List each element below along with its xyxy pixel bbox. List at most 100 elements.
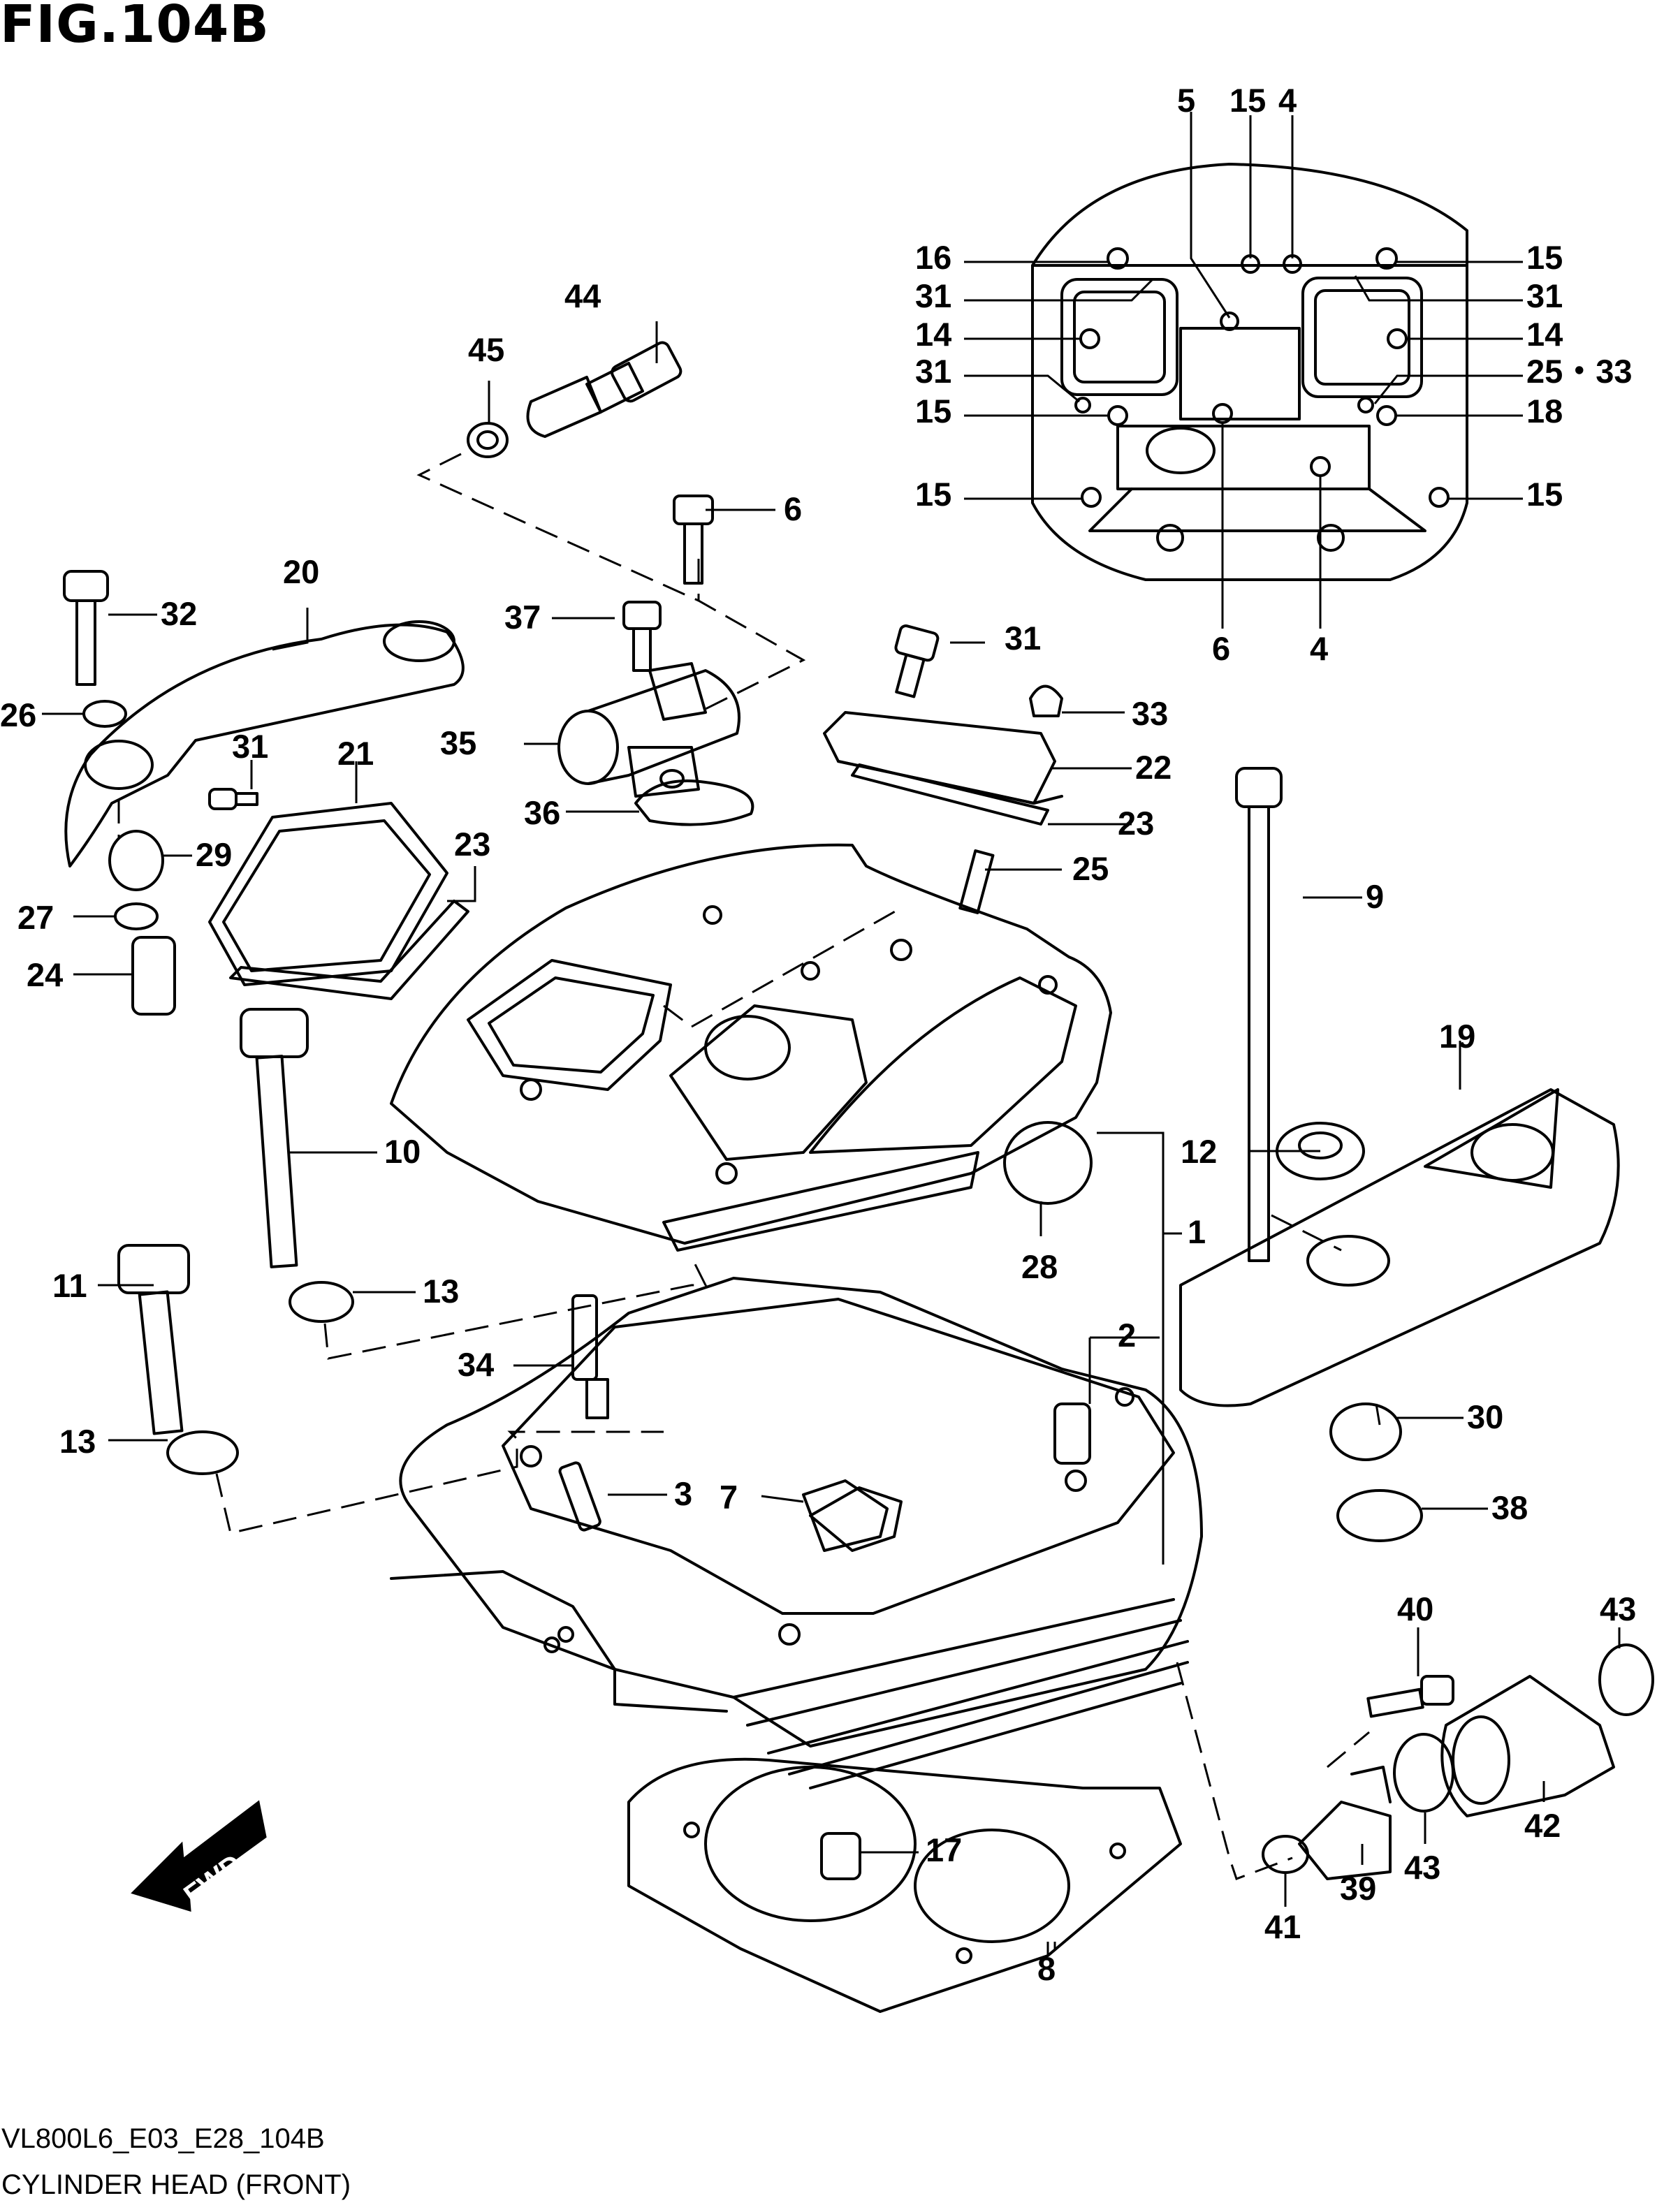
callout-28: 28: [1021, 1248, 1058, 1285]
callout-14-right: 14: [1526, 316, 1563, 353]
callout-35: 35: [440, 724, 476, 761]
cylinder-head: [390, 1277, 1203, 1789]
cylinder-head-cover: [390, 843, 1112, 1252]
callout-43-b: 43: [1404, 1849, 1440, 1886]
collar-38: [1336, 1489, 1423, 1542]
head-cover-21: [208, 802, 448, 986]
callout-6-inset: 6: [1212, 630, 1230, 667]
gasket-7: [802, 1479, 889, 1552]
callout-21: 21: [337, 735, 374, 772]
bolt-11: [117, 1244, 190, 1435]
grommet-30: [1329, 1402, 1402, 1461]
callout-29: 29: [196, 836, 232, 873]
head-gasket-8: [627, 1757, 1182, 2013]
callout-11: 11: [52, 1267, 87, 1304]
callout-13-b: 13: [59, 1423, 96, 1460]
callout-23-left: 23: [454, 826, 490, 863]
callout-8: 8: [1037, 1950, 1056, 1987]
fwd-arrow-icon: FWD: [131, 1800, 267, 1912]
callout-31-b: 31: [915, 353, 951, 390]
callout-36: 36: [524, 794, 560, 831]
washer-13-a: [289, 1281, 354, 1323]
plug-28: [1003, 1121, 1093, 1205]
right-side-cover-19: [1179, 1088, 1620, 1407]
callout-15-right-2: 15: [1526, 476, 1563, 513]
clamp-43-a: [1598, 1643, 1654, 1716]
gasket-36: [634, 779, 754, 826]
callout-24: 24: [27, 956, 63, 993]
bolt-37: [622, 601, 662, 672]
callout-31-mid: 31: [1005, 620, 1041, 657]
callout-20: 20: [283, 553, 319, 590]
washer-13-b: [166, 1430, 239, 1475]
callout-7: 7: [720, 1479, 738, 1516]
water-fitting: [1262, 1643, 1654, 1880]
temp-sensor-44: [526, 341, 683, 438]
bolt-9: [1235, 767, 1283, 1262]
callout-45: 45: [468, 331, 504, 368]
callout-25-33: 25・33: [1526, 353, 1633, 390]
callout-31-right: 31: [1526, 277, 1563, 314]
callout-4-top: 4: [1278, 82, 1297, 119]
callout-10: 10: [384, 1133, 421, 1170]
collar-24: [131, 936, 176, 1016]
dowel-17: [820, 1832, 861, 1880]
bolt-10: [240, 1008, 309, 1268]
left-side-cover-20: [64, 620, 465, 867]
union-39: [1298, 1801, 1392, 1880]
callout-4-inset: 4: [1310, 630, 1328, 667]
callout-19: 19: [1439, 1018, 1475, 1055]
callout-15-a: 15: [915, 393, 951, 430]
spark-plug-34: [571, 1294, 609, 1419]
callout-13-a: 13: [423, 1273, 459, 1310]
callout-32: 32: [161, 595, 197, 632]
callout-5: 5: [1177, 82, 1195, 119]
callout-37: 37: [504, 599, 541, 636]
hose-42: [1440, 1675, 1615, 1817]
callout-12: 12: [1181, 1133, 1217, 1170]
callout-44: 44: [564, 277, 601, 314]
inset-cover-underside: [964, 112, 1523, 629]
callout-14-left: 14: [915, 316, 951, 353]
callout-17: 17: [926, 1831, 962, 1868]
screw-31-left: [208, 788, 258, 810]
callout-25: 25: [1072, 850, 1109, 887]
callout-38: 38: [1491, 1489, 1528, 1526]
plug-3: [558, 1461, 601, 1532]
dowel-2: [1053, 1402, 1091, 1465]
washer-26: [82, 700, 127, 728]
callout-15-b: 15: [915, 476, 951, 513]
callout-6: 6: [784, 490, 802, 527]
callout-33: 33: [1132, 695, 1168, 732]
grommet-29: [108, 830, 164, 891]
callout-40: 40: [1397, 1590, 1433, 1627]
callout-18: 18: [1526, 393, 1563, 430]
water-outlet-35: [557, 662, 740, 798]
stud-25: [958, 849, 995, 914]
screw-31-mid: [894, 624, 940, 698]
callout-30: 30: [1467, 1398, 1503, 1435]
callout-3: 3: [674, 1475, 692, 1512]
diagram-code: VL800L6_E03_E28_104B: [1, 2123, 325, 2154]
washer-45: [467, 422, 509, 458]
callout-16: 16: [915, 239, 951, 276]
callout-34: 34: [458, 1346, 494, 1383]
callout-42: 42: [1524, 1807, 1561, 1844]
callout-26: 26: [0, 696, 36, 733]
callout-15-right-1: 15: [1526, 239, 1563, 276]
callout-39: 39: [1340, 1870, 1376, 1907]
diagram-name: CYLINDER HEAD (FRONT): [1, 2169, 351, 2200]
callout-23-right: 23: [1118, 805, 1154, 842]
leader-1: [1097, 1131, 1182, 1565]
washer-27: [114, 902, 159, 930]
callout-31-a: 31: [915, 277, 951, 314]
callout-2: 2: [1118, 1317, 1136, 1354]
bolt-40: [1366, 1675, 1454, 1718]
callout-9: 9: [1366, 878, 1384, 915]
head-cover-22: [823, 711, 1063, 805]
callout-43-a: 43: [1600, 1590, 1636, 1627]
callout-1: 1: [1188, 1213, 1206, 1250]
gasket-23-right: [851, 763, 1049, 826]
callout-31-left: 31: [232, 728, 268, 765]
